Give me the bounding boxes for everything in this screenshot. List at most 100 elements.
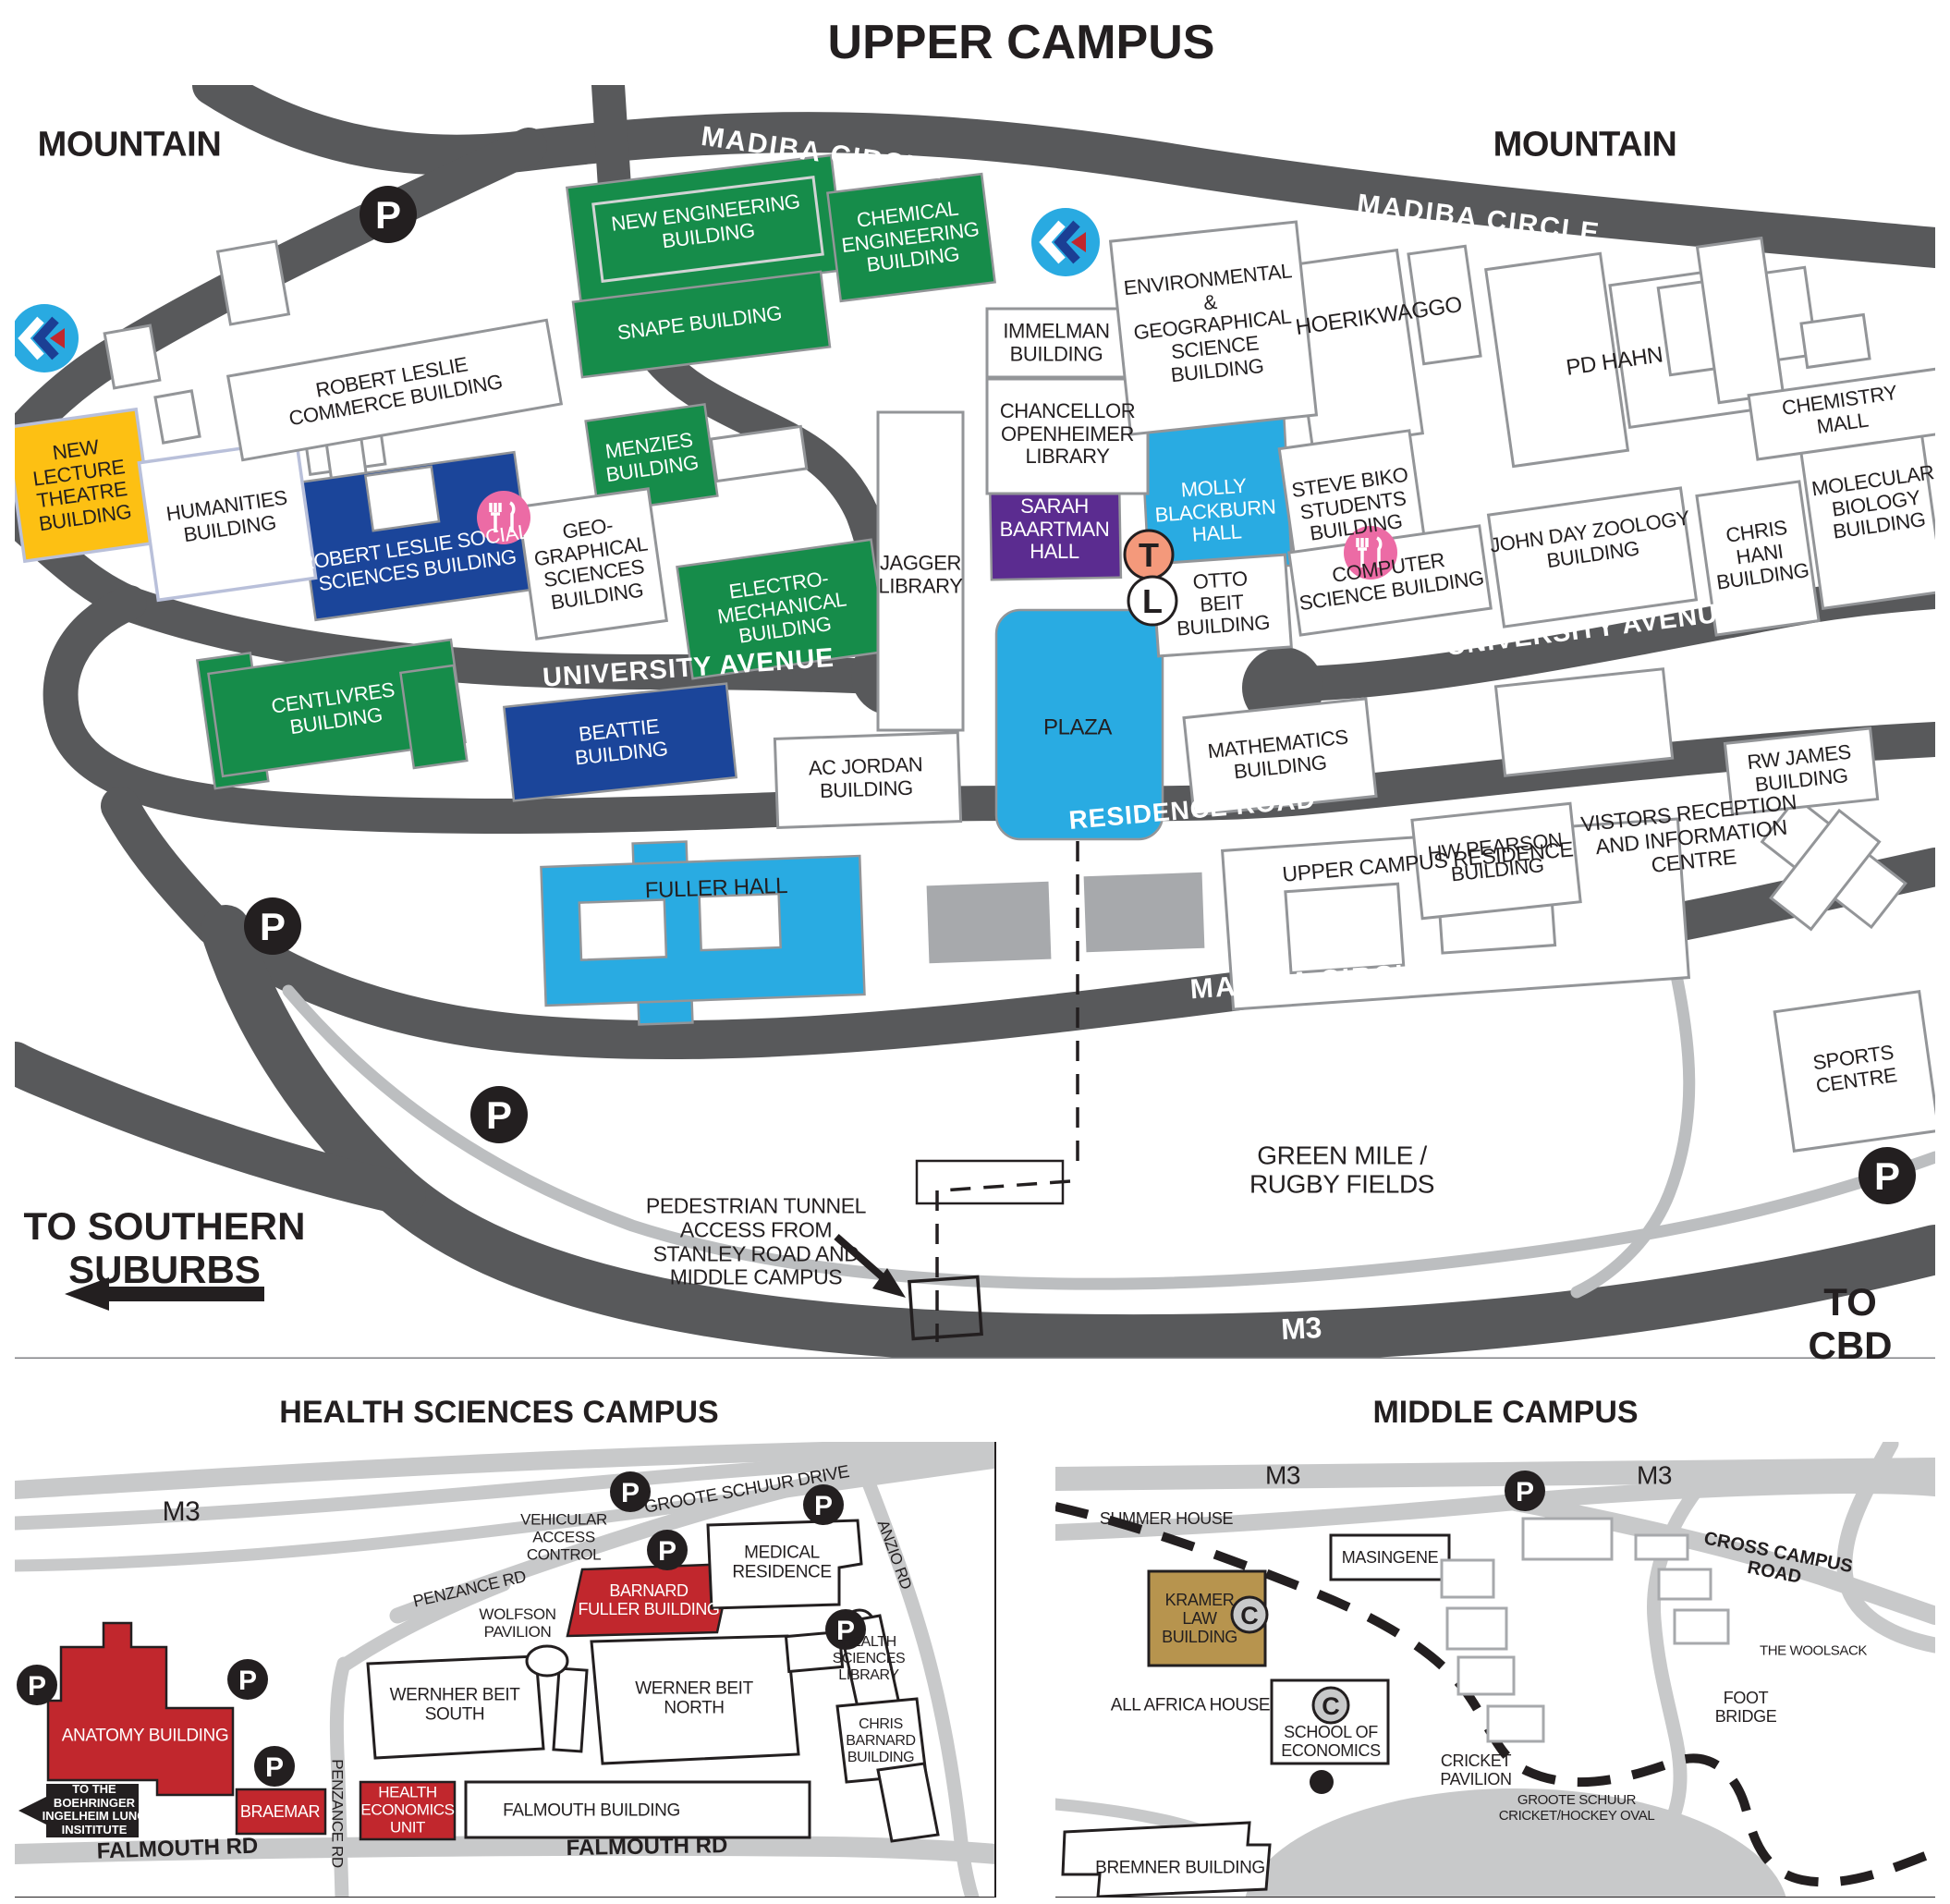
chris-hani-building (1695, 480, 1821, 637)
wolfson-pavilion-label: WOLFSON PAVILION (479, 1605, 556, 1641)
environmental-building (1108, 220, 1319, 436)
gray-block (1083, 872, 1205, 953)
parking-icon: P (254, 1746, 295, 1787)
barnard-fuller-building (566, 1562, 734, 1638)
rugby-fields-loop-road (282, 984, 1935, 1290)
svg-text:P: P (658, 1536, 676, 1567)
menzies-building (584, 403, 719, 514)
ac-jordan-label: AC JORDAN BUILDING (808, 752, 923, 802)
svg-text:P: P (836, 1616, 855, 1646)
gray-block (926, 881, 1052, 964)
point-marker (1310, 1770, 1334, 1794)
beattie-label: BEATTIE BUILDING (573, 714, 669, 770)
plaza-label: PLAZA (1042, 714, 1113, 740)
school-of-economics-label: SCHOOL OF ECONOMICS (1281, 1722, 1381, 1760)
all-africa-house-label: ALL AFRICA HOUSE (1110, 1695, 1271, 1715)
health-roads (15, 1442, 996, 1898)
sports-centre-building (1773, 990, 1935, 1153)
environmental-label: ENVIRONMENTAL & GEOGRAPHICAL SCIENCE BUI… (1122, 259, 1293, 386)
parking-icon: P (1505, 1471, 1545, 1511)
werner-beit-north-building (590, 1634, 800, 1765)
svg-text:T: T (1139, 536, 1159, 574)
bremner-label: BREMNER BUILDING (1095, 1858, 1265, 1878)
right-road (1836, 1442, 1935, 1654)
unlabeled-building (552, 1666, 589, 1753)
falmouth-building (464, 1780, 811, 1839)
svg-text:P: P (265, 1752, 284, 1783)
plaza-area (994, 608, 1164, 841)
colored-buildings (15, 153, 1294, 1026)
health-m3-label: M3 (162, 1496, 201, 1528)
svg-text:P: P (1874, 1154, 1900, 1198)
svg-text:P: P (28, 1671, 46, 1702)
immelman-label: IMMELMAN BUILDING (1003, 319, 1110, 365)
svg-text:C: C (1322, 1692, 1340, 1720)
chancellor-openheimer-building (985, 377, 1150, 495)
chemistry-mall-box (1747, 367, 1935, 461)
parking-icon: P (1859, 1147, 1916, 1204)
m3-west-branch (15, 1042, 426, 1215)
wernher-beit-south-building (366, 1654, 545, 1760)
medical-residence-label: MEDICAL RESIDENCE (732, 1543, 832, 1582)
unlabeled-building (153, 389, 201, 445)
madiba-west-road (15, 128, 547, 460)
parking-icon: P (803, 1484, 844, 1525)
penzance-rd-vert-label: PENZANCE RD (328, 1759, 347, 1868)
health-sciences-map: P P P P P P P (15, 1442, 996, 1898)
visitors-centre-building (1760, 796, 1907, 932)
unlabeled-building (1456, 1655, 1516, 1696)
pedestrian-tunnel-path (834, 841, 1079, 1342)
upper-campus-map: P P P P T L (15, 85, 1935, 1359)
mountain-right-label: MOUNTAIN (1493, 125, 1677, 165)
john-day-building (1486, 486, 1699, 629)
geographical-sciences-label: GEO- GRAPHICAL SCIENCES BUILDING (532, 513, 650, 615)
parking-icon: P (610, 1471, 651, 1512)
parking-icon: P (470, 1086, 528, 1143)
chris-barnard-label: CHRIS BARNARD BUILDING (846, 1716, 916, 1765)
svg-text:P: P (814, 1491, 833, 1521)
sports-centre-road (1570, 960, 1696, 1299)
unlabeled-building (876, 1762, 940, 1843)
falmouth-rd (15, 1835, 996, 1864)
anatomy-building (46, 1621, 235, 1797)
braemar-label: BRAEMAR (239, 1801, 321, 1821)
m3-label: M3 (1280, 1310, 1322, 1347)
unlabeled-building (709, 424, 809, 483)
masingene-label: MASINGENE (1341, 1547, 1439, 1567)
jagger-library-building (876, 410, 965, 732)
bremner-building (1061, 1821, 1272, 1898)
anatomy-label: ANATOMY BUILDING (61, 1726, 229, 1746)
werner-beit-north-label: WERNER BEIT NORTH (635, 1678, 753, 1718)
foot-bridge-label: FOOT BRIDGE (1714, 1688, 1777, 1726)
m3-band-3 (15, 1456, 996, 1572)
rw-james-building (1723, 726, 1880, 816)
vehicular-access-label: VEHICULAR ACCESS CONTROL (520, 1510, 607, 1564)
health-title: HEALTH SCIENCES CAMPUS (279, 1394, 719, 1430)
kramer-law-label: KRAMER LAW BUILDING (1162, 1590, 1237, 1647)
unlabeled-building (1493, 667, 1675, 777)
pd-hahn-building (1484, 251, 1630, 469)
fuller-hall-label: FULLER HALL (644, 873, 788, 904)
parking-icon: P (244, 897, 301, 955)
beattie-building (502, 682, 738, 802)
restaurant-icon (477, 491, 530, 544)
health-economics-label: HEALTH ECONOMICS UNIT (360, 1783, 455, 1837)
unlabeled-building (1673, 1608, 1730, 1645)
svg-text:P: P (238, 1666, 257, 1696)
middle-title: MIDDLE CAMPUS (1372, 1394, 1639, 1430)
chancellor-label: CHANCELLOR OPENHEIMER LIBRARY (999, 399, 1136, 469)
svg-text:L: L (1142, 582, 1163, 620)
library-stop-icon: L (1127, 575, 1178, 627)
middle-m3-west-label: M3 (1264, 1460, 1301, 1490)
health-economics-building (359, 1780, 457, 1841)
falmouth-building-label: FALMOUTH BUILDING (503, 1800, 680, 1821)
unlabeled-building (1799, 312, 1871, 370)
unlabeled-building (784, 1629, 845, 1674)
unlabeled-building (1634, 1533, 1689, 1561)
middle-campus-map: P C C (1055, 1442, 1935, 1898)
boehringer-sign (18, 1784, 139, 1837)
hoerikwaggo-building-2 (1407, 244, 1482, 366)
m3-band-2 (15, 1447, 996, 1531)
wolfson-pavilion-building (525, 1644, 569, 1678)
tunnel-crossing-box (915, 1159, 1065, 1205)
